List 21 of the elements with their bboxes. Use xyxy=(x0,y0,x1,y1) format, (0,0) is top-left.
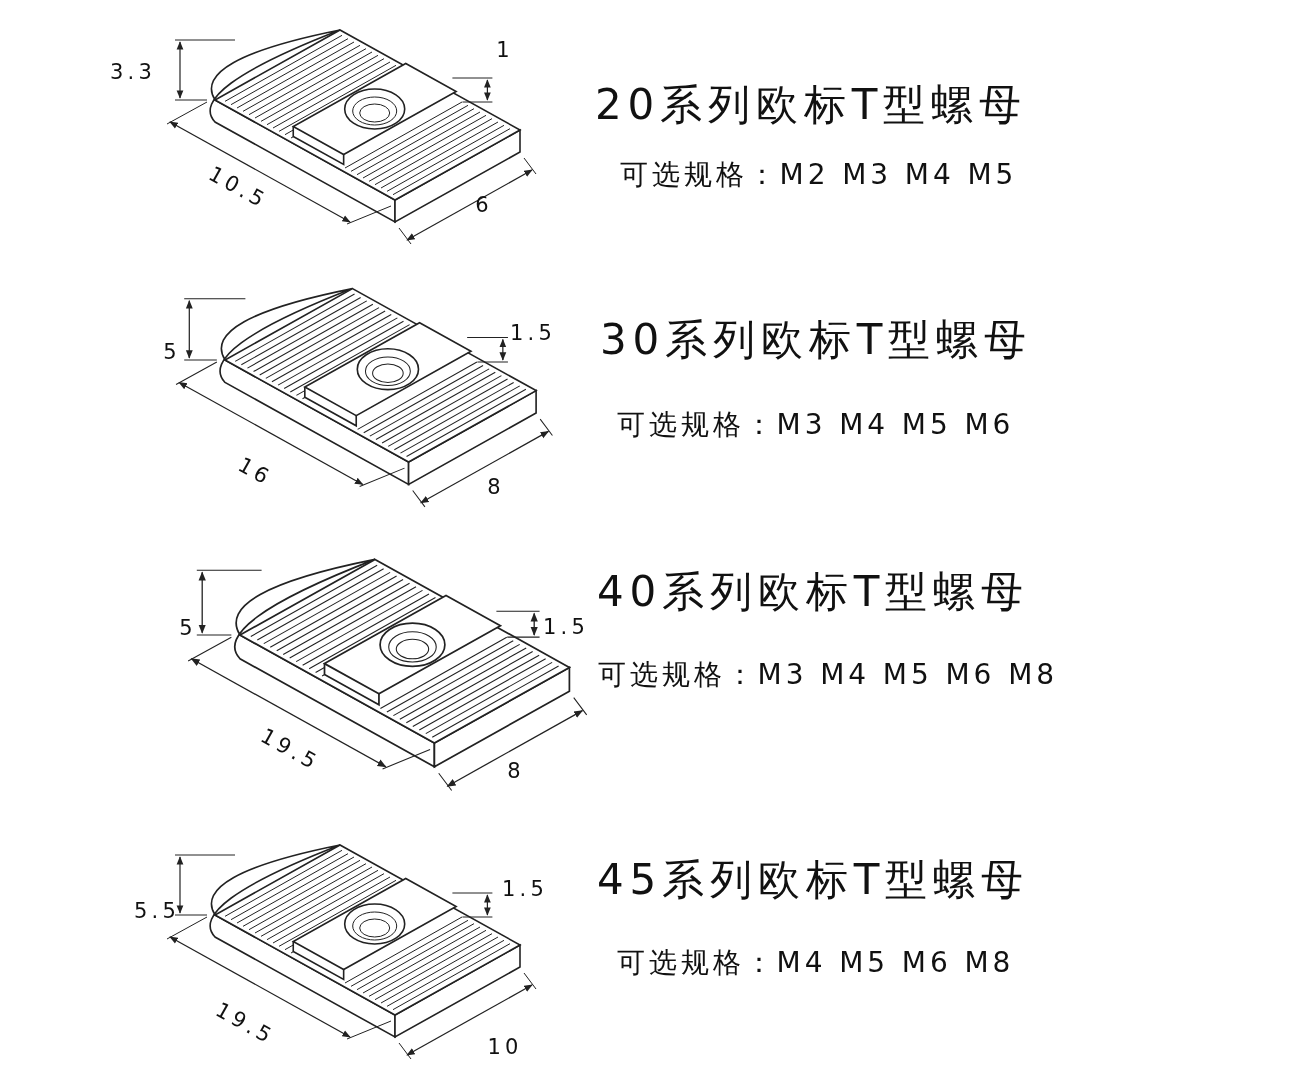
product-title: 45系列欧标T型螺母 xyxy=(597,859,1029,901)
dimension-label: 1.5 xyxy=(502,878,548,900)
product-title: 20系列欧标T型螺母 xyxy=(595,84,1027,126)
dimension-label: 5 xyxy=(163,341,181,363)
dimension-label: 1 xyxy=(496,39,514,61)
dimension-label: 5.5 xyxy=(134,900,180,922)
product-title: 40系列欧标T型螺母 xyxy=(597,571,1029,613)
dimension-label: 1.5 xyxy=(543,616,589,638)
dimension-label: 16 xyxy=(234,454,276,490)
spec-text: 可选规格：M4 M5 M6 M8 xyxy=(617,949,1015,977)
dimension-label: 3.3 xyxy=(110,61,156,83)
dimension-label: 10 xyxy=(487,1036,523,1058)
product-title: 30系列欧标T型螺母 xyxy=(600,319,1032,361)
dimension-label: 8 xyxy=(487,476,505,498)
spec-text: 可选规格：M3 M4 M5 M6 xyxy=(617,411,1015,439)
dimension-label: 8 xyxy=(507,760,525,782)
spec-text: 可选规格：M2 M3 M4 M5 xyxy=(620,161,1018,189)
spec-text: 可选规格：M3 M4 M5 M6 M8 xyxy=(598,661,1058,689)
dimension-label: 1.5 xyxy=(510,322,556,344)
dimension-label: 5 xyxy=(179,617,197,639)
dimension-label: 6 xyxy=(475,194,493,216)
